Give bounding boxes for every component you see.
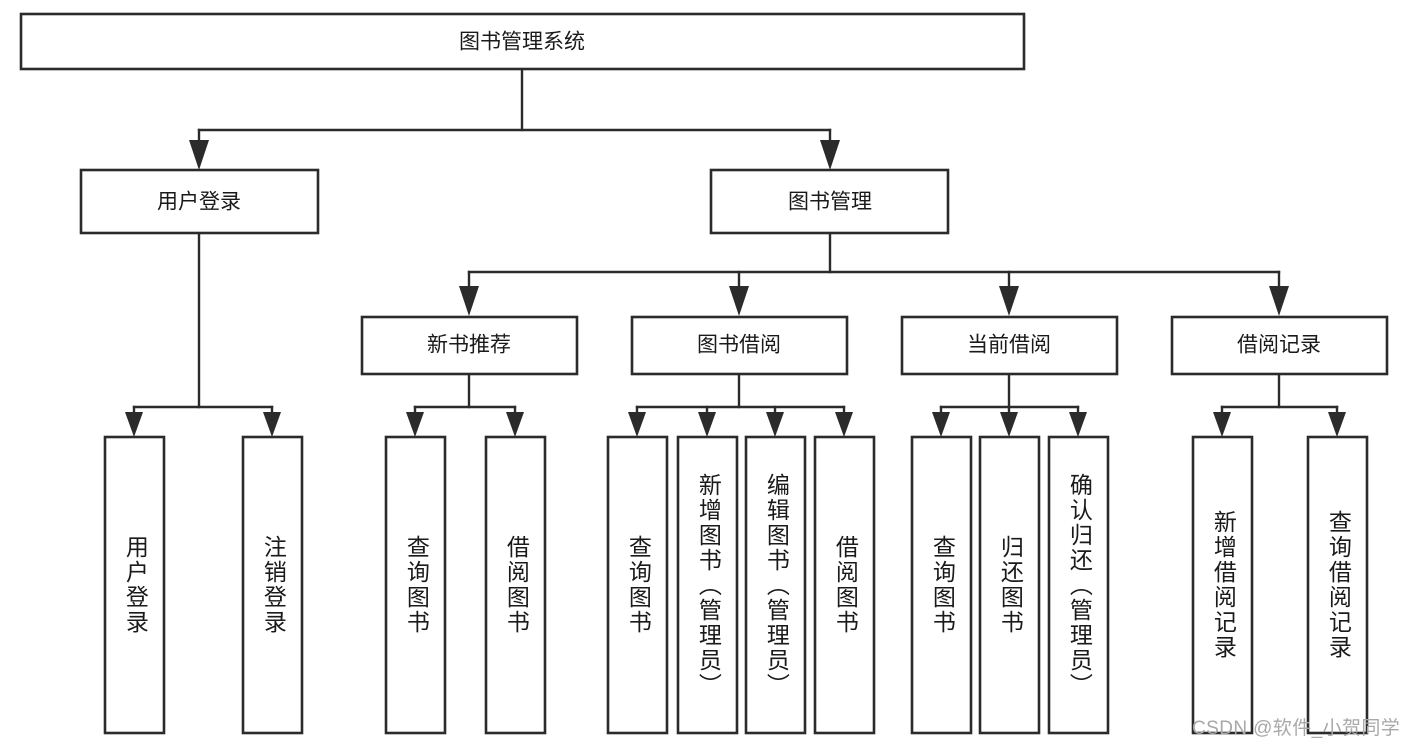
leaf-box-ul-0[interactable]: [103, 435, 166, 735]
node-new-book-box[interactable]: [360, 315, 579, 376]
node-user-login-box[interactable]: [79, 168, 320, 235]
arrow-head-leaf-cb-2: [1069, 412, 1087, 437]
leaf-box-br-0[interactable]: [1191, 435, 1254, 735]
node-current-borrow-box[interactable]: [900, 315, 1119, 376]
node-borrow-record-box[interactable]: [1170, 315, 1389, 376]
node-book-borrow-label: 图书借阅: [697, 334, 781, 357]
arrow-head-leaf-cb-0: [932, 412, 950, 437]
leaf-box-cb-0[interactable]: [910, 435, 973, 735]
arrow-head-leaf-br-1: [1328, 412, 1346, 437]
arrow-head-leaf-nb-1: [506, 412, 524, 437]
arrow-head-borrow-record: [1269, 286, 1289, 316]
leaf-box-bb-1[interactable]: [676, 435, 739, 735]
leaf-box-nb-1[interactable]: [484, 435, 547, 735]
leaf-box-ul-1[interactable]: [241, 435, 304, 735]
node-root-label: 图书管理系统: [459, 31, 585, 54]
node-user-login-label: 用户登录: [157, 191, 241, 214]
node-root-box[interactable]: [19, 12, 1026, 71]
arrow-head-leaf-bb-2: [766, 412, 784, 437]
arrow-head-book-borrow: [729, 286, 749, 316]
arrow-head-leaf-bb-3: [835, 412, 853, 437]
arrow-head-leaf-br-0: [1213, 412, 1231, 437]
arrow-head-leaf-cb-1: [1000, 412, 1018, 437]
node-book-borrow-box[interactable]: [630, 315, 849, 376]
leaf-box-bb-2[interactable]: [744, 435, 807, 735]
node-new-book-label: 新书推荐: [427, 334, 511, 357]
node-book-manage-box[interactable]: [709, 168, 950, 235]
arrow-head-leaf-nb-0: [406, 412, 424, 437]
arrow-head-book-manage: [820, 140, 840, 170]
leaf-box-bb-0[interactable]: [606, 435, 669, 735]
arrow-head-user-login: [189, 140, 209, 170]
connector-layer: [125, 67, 1346, 437]
leaf-box-br-1[interactable]: [1306, 435, 1369, 735]
leaf-box-cb-2[interactable]: [1047, 435, 1110, 735]
node-current-borrow-label: 当前借阅: [967, 334, 1051, 357]
leaf-box-nb-0[interactable]: [384, 435, 447, 735]
leaf-box-bb-3[interactable]: [813, 435, 876, 735]
arrow-head-leaf-ul-0: [125, 412, 143, 437]
arrow-head-leaf-ul-1: [263, 412, 281, 437]
arrow-head-current-borrow: [999, 286, 1019, 316]
arrow-head-new-book: [459, 286, 479, 316]
csdn-watermark: CSDN @软件_小贺同学: [1192, 718, 1401, 739]
leaf-box-cb-1[interactable]: [978, 435, 1041, 735]
node-layer: 图书管理系统 用户登录 图书管理 新书推荐 图书借阅 当前借阅 借阅记录: [19, 12, 1389, 735]
node-book-manage-label: 图书管理: [788, 191, 872, 214]
arrow-head-leaf-bb-1: [698, 412, 716, 437]
arrow-head-leaf-bb-0: [628, 412, 646, 437]
node-borrow-record-label: 借阅记录: [1237, 334, 1321, 357]
